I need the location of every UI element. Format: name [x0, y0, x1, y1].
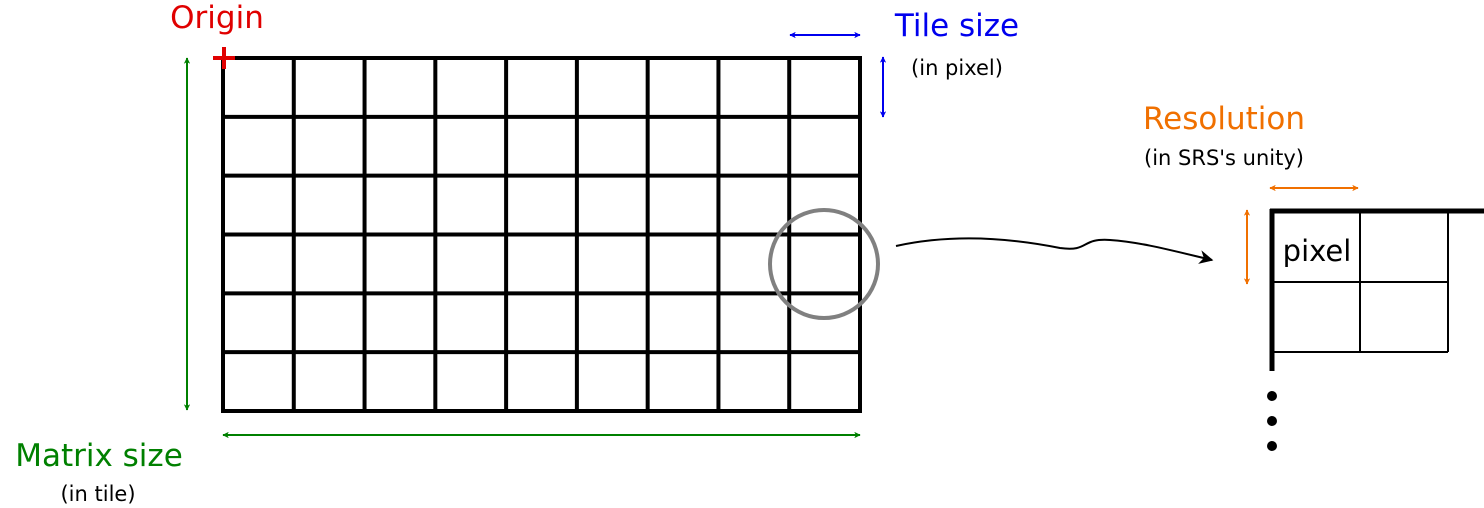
resolution-label: Resolution: [1143, 101, 1305, 137]
pixel-cell-label: pixel: [1283, 234, 1352, 268]
origin-marker: [213, 47, 235, 69]
tile-grid-lines: [223, 58, 860, 411]
continuation-dots: [1267, 391, 1277, 451]
pixel-grid: [1269, 208, 1484, 371]
tile-grid: [221, 56, 862, 413]
matrix-size-unit-label: (in tile): [60, 482, 135, 506]
matrix-size-label: Matrix size: [15, 438, 183, 474]
zoom-connector-arrow: [895, 237, 1214, 264]
resolution-unit-label: (in SRS's unity): [1144, 146, 1304, 170]
origin-label: Origin: [170, 0, 264, 36]
zoom-circle: [768, 208, 880, 320]
tile-size-unit-label: (in pixel): [911, 56, 1003, 80]
tile-size-label: Tile size: [894, 8, 1019, 44]
